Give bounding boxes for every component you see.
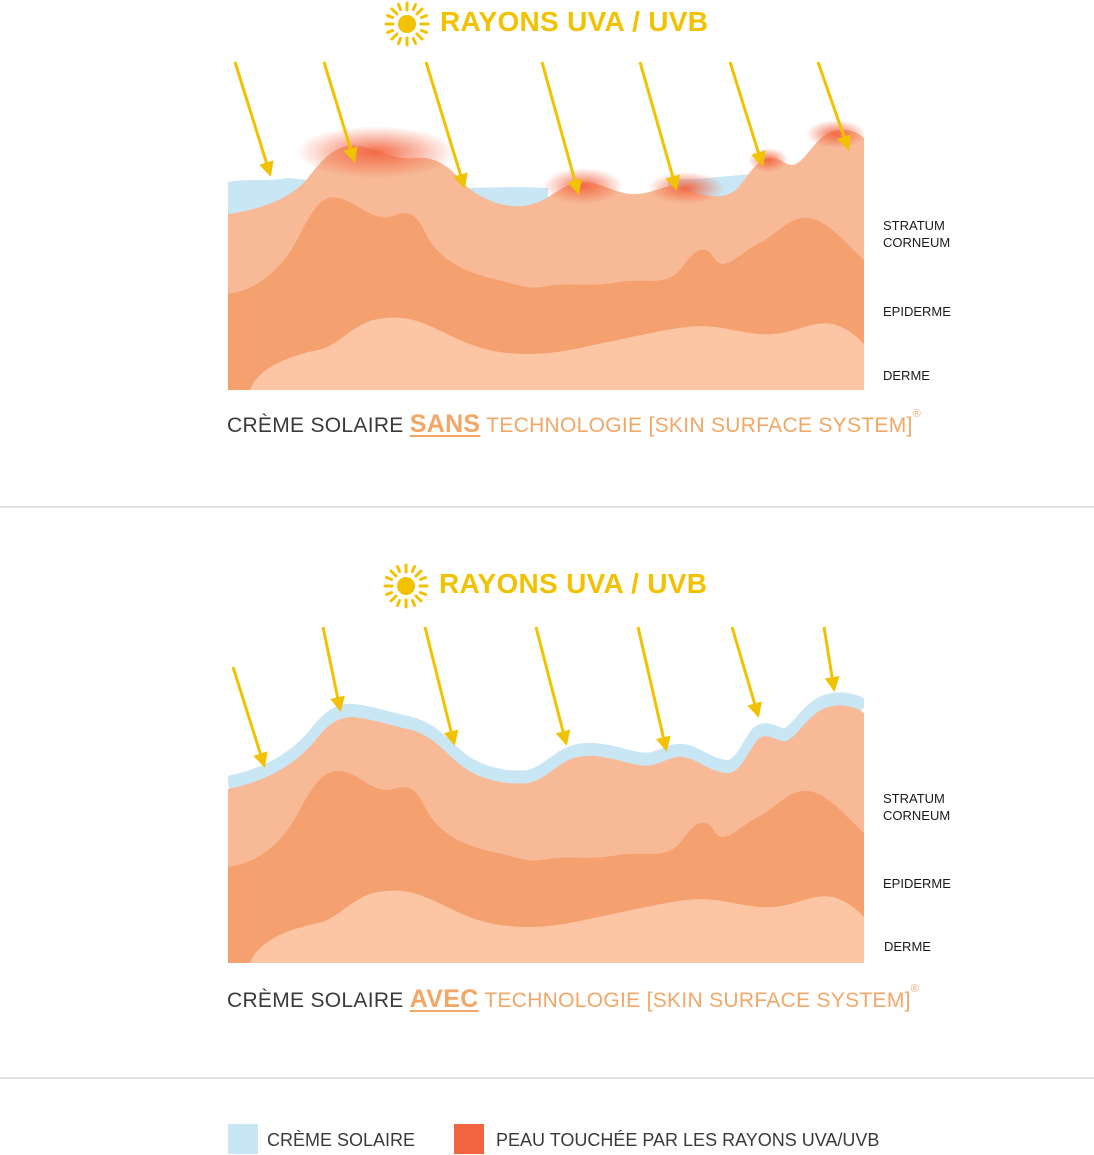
damaged-skin-area (296, 126, 456, 178)
uv-arrow (231, 666, 268, 768)
cream-film (228, 692, 864, 790)
uv-arrow (728, 61, 766, 167)
uv-arrow (730, 626, 762, 718)
caption-prefix: CRÈME SOLAIRE (227, 414, 410, 437)
rays-title: RAYONS UVA / UVB (0, 562, 1094, 612)
sun-icon (384, 1, 430, 47)
caption-emphasis: AVEC (409, 985, 479, 1013)
registered-mark: ® (910, 983, 920, 995)
caption-without-technology: CRÈME SOLAIRE SANS TECHNOLOGIE [SKIN SUR… (227, 408, 922, 439)
skin-diagram-without-technology (228, 61, 864, 390)
uv-arrow (816, 61, 852, 151)
uv-arrow (822, 626, 840, 692)
label-stratum-corneum: STRATUM CORNEUM (883, 791, 951, 823)
uv-arrow (636, 626, 671, 752)
rays-title-text: RAYONS UVA / UVB (439, 568, 708, 599)
panel-without-technology: RAYONS UVA / UVB (0, 0, 1094, 505)
damaged-skin-area (748, 148, 788, 172)
uv-arrows (231, 626, 840, 768)
caption-prefix: CRÈME SOLAIRE (227, 989, 410, 1012)
panel-with-technology: RAYONS UVA / UVB STRATUM CORNEUM EPIDERM… (0, 508, 1094, 1076)
caption-emphasis: SANS (409, 410, 481, 438)
uv-arrow (638, 61, 680, 191)
divider (0, 506, 1094, 508)
legend-label-cream: CRÈME SOLAIRE (267, 1130, 416, 1150)
label-derme: DERME (884, 939, 931, 954)
caption-with-technology: CRÈME SOLAIRE AVEC TECHNOLOGIE [SKIN SUR… (227, 983, 920, 1014)
divider (0, 1077, 1094, 1079)
registered-mark: ® (912, 408, 922, 420)
rays-title-text: RAYONS UVA / UVB (440, 6, 709, 37)
skin-diagram-with-technology (228, 626, 864, 963)
derme-layer (250, 890, 864, 963)
uv-arrow (534, 626, 571, 746)
label-stratum-corneum: STRATUM CORNEUM (883, 218, 951, 250)
damaged-skin-area (543, 168, 623, 204)
uv-arrow (322, 61, 358, 163)
sun-icon (383, 563, 429, 609)
rays-title: RAYONS UVA / UVB (0, 0, 1094, 50)
label-epiderme: EPIDERME (883, 876, 951, 891)
legend-swatch-cream (228, 1124, 258, 1154)
uv-arrows (233, 61, 852, 195)
caption-suffix: TECHNOLOGIE [SKIN SURFACE SYSTEM] (478, 989, 911, 1012)
caption-suffix: TECHNOLOGIE [SKIN SURFACE SYSTEM] (480, 414, 913, 437)
derme-layer (250, 317, 864, 390)
damaged-skin-area (806, 120, 864, 148)
legend-label-damaged-skin: PEAU TOUCHÉE PAR LES RAYONS UVA/UVB (496, 1130, 880, 1150)
legend-swatch-damaged-skin (454, 1124, 484, 1154)
legend: CRÈME SOLAIRE PEAU TOUCHÉE PAR LES RAYON… (0, 1124, 1094, 1155)
uv-arrow (540, 61, 583, 195)
label-derme: DERME (883, 368, 930, 383)
uv-arrow (233, 61, 274, 177)
damaged-skin-area (648, 172, 724, 204)
uv-arrow (424, 61, 468, 189)
uv-arrow (321, 626, 345, 712)
label-epiderme: EPIDERME (883, 304, 951, 319)
uv-arrow (423, 626, 459, 746)
